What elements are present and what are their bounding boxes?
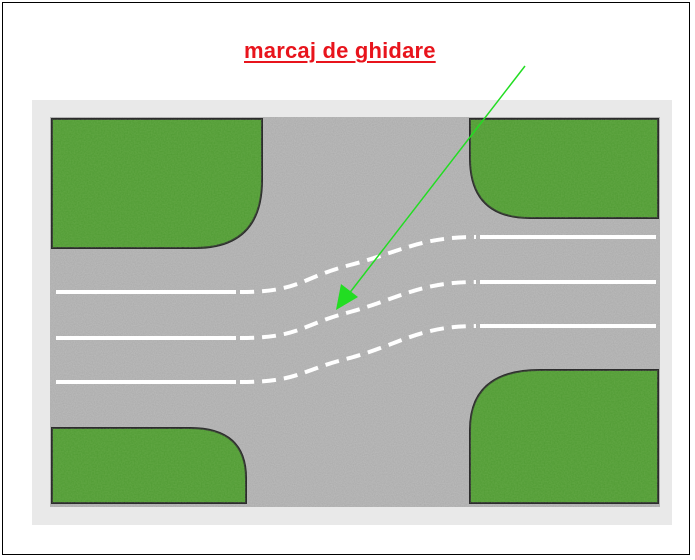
guidance-line-3 xyxy=(239,324,477,384)
caption-label: marcaj de ghidare xyxy=(244,38,436,63)
lane-lines-right xyxy=(480,235,656,328)
arrow-line xyxy=(347,65,526,296)
guidance-line-1 xyxy=(239,235,477,294)
pointer-arrow xyxy=(336,65,526,310)
guidance-line-2 xyxy=(239,280,477,340)
grass-corners xyxy=(51,118,659,504)
lane-lines-left xyxy=(56,290,236,384)
arrow-head xyxy=(336,284,358,310)
guidance-markings xyxy=(239,235,477,384)
